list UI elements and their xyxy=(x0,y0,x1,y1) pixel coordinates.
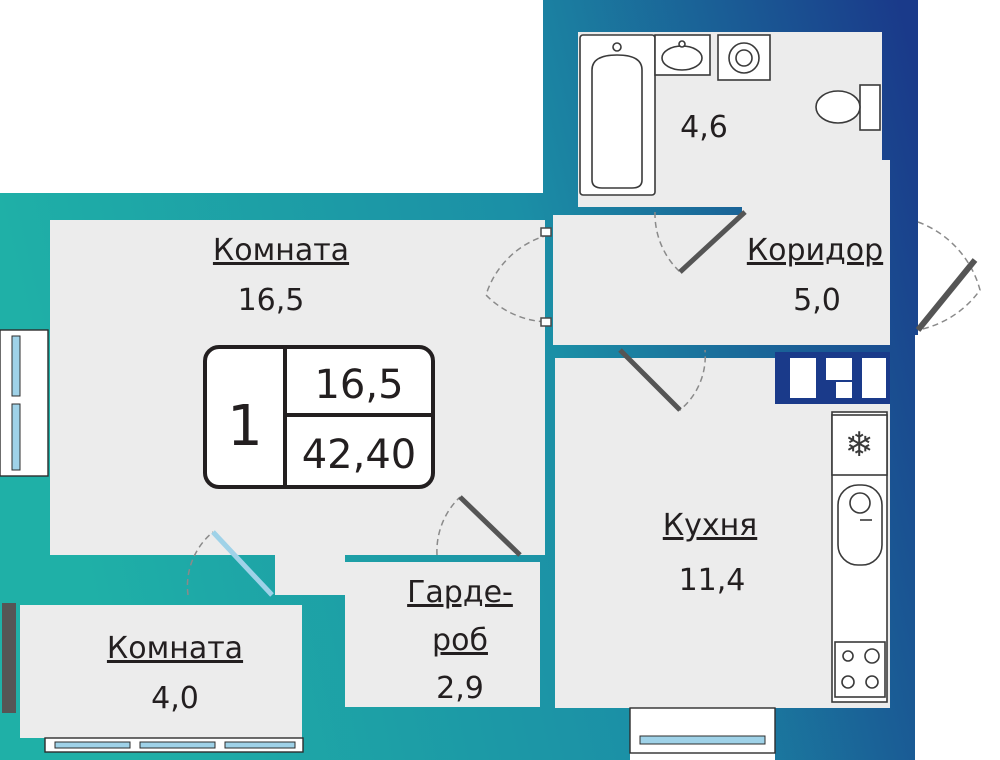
summary-badge: 1 16,5 42,40 xyxy=(203,345,435,489)
window-small-room-left xyxy=(2,603,16,713)
room-living-area: 16,5 xyxy=(238,283,305,318)
room-wardrobe-area: 2,9 xyxy=(436,671,484,706)
column-cell-4 xyxy=(862,358,886,398)
room-small-area: 4,0 xyxy=(151,681,199,716)
room-small xyxy=(20,605,302,738)
room-wardrobe-name-line1: Гарде- xyxy=(407,575,513,610)
toilet-icon xyxy=(815,84,881,131)
door-kitchen xyxy=(618,348,707,412)
door-living-corridor xyxy=(485,227,552,327)
total-area: 42,40 xyxy=(302,432,417,478)
room-small-name: Комната xyxy=(107,631,243,666)
room-bathroom-area: 4,6 xyxy=(680,110,728,145)
room-wardrobe-name-line2: роб xyxy=(432,623,488,658)
rooms-count: 1 xyxy=(227,394,263,459)
door-entrance xyxy=(915,221,981,332)
room-kitchen-area: 11,4 xyxy=(679,563,746,598)
room-corridor xyxy=(553,160,890,345)
room-living-name: Комната xyxy=(213,233,349,268)
window-left xyxy=(0,329,49,477)
room-kitchen-name: Кухня xyxy=(663,508,757,543)
room-corridor-name: Коридор xyxy=(747,233,883,268)
living-area: 16,5 xyxy=(314,362,403,408)
column-cell-2 xyxy=(826,358,852,380)
bathtub-icon xyxy=(579,34,656,196)
washing-machine-icon xyxy=(717,34,771,81)
room-corridor-area: 5,0 xyxy=(793,283,841,318)
door-wardrobe xyxy=(436,495,522,557)
window-bottom xyxy=(44,737,304,753)
door-small-room xyxy=(186,530,274,597)
stove-icon xyxy=(834,641,886,698)
column-cell-1 xyxy=(790,358,816,398)
column-cell-3 xyxy=(836,382,852,398)
sink-icon xyxy=(654,34,711,76)
room-wardrobe xyxy=(345,562,540,707)
door-bathroom xyxy=(654,210,747,274)
window-kitchen-bottom xyxy=(629,707,776,754)
kitchen-sink-icon xyxy=(837,484,883,566)
fridge-icon: ❄ xyxy=(831,414,888,476)
svg-text:❄: ❄ xyxy=(845,425,874,465)
